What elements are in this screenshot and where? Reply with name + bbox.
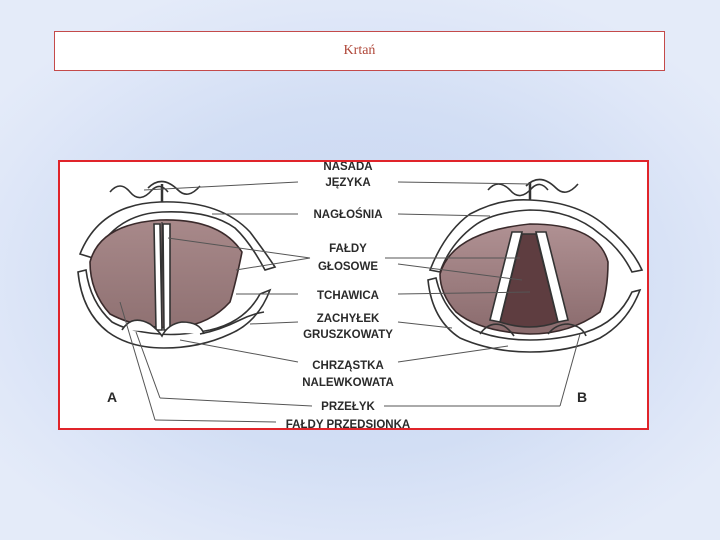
tongue-base-b [488,179,578,195]
larynx-svg: NASADA JĘZYKA NAGŁOŚNIA FAŁDY GŁOSOWE TC… [60,162,647,428]
label-panel-a: A [107,389,117,405]
label-faldy-glosowe-1: FAŁDY [329,243,367,255]
label-zachylek-2: GRUSZKOWATY [303,329,393,341]
larynx-view-b [428,179,642,352]
label-chrzastka-2: NALEWKOWATA [302,377,394,389]
label-faldy-przedsionka: FAŁDY PRZEDSIONKA [286,419,410,428]
label-faldy-glosowe-2: GŁOSOWE [318,261,378,273]
slide-title-box: Krtań [54,31,665,71]
vocal-fold-a-left [154,224,162,330]
larynx-view-a [78,181,275,348]
label-przelyk: PRZEŁYK [321,401,375,413]
label-nasada-2: JĘZYKA [325,177,370,189]
larynx-diagram: NASADA JĘZYKA NAGŁOŚNIA FAŁDY GŁOSOWE TC… [58,160,649,430]
label-panel-b: B [577,389,587,405]
label-nasada-1: NASADA [323,162,372,173]
label-zachylek-1: ZACHYŁEK [317,313,380,325]
label-tchawica: TCHAWICA [317,290,379,302]
vocal-fold-a-right [163,224,170,330]
label-chrzastka-1: CHRZĄSTKA [312,360,384,372]
label-naglosnia: NAGŁOŚNIA [314,208,383,221]
slide-title: Krtań [344,43,376,59]
